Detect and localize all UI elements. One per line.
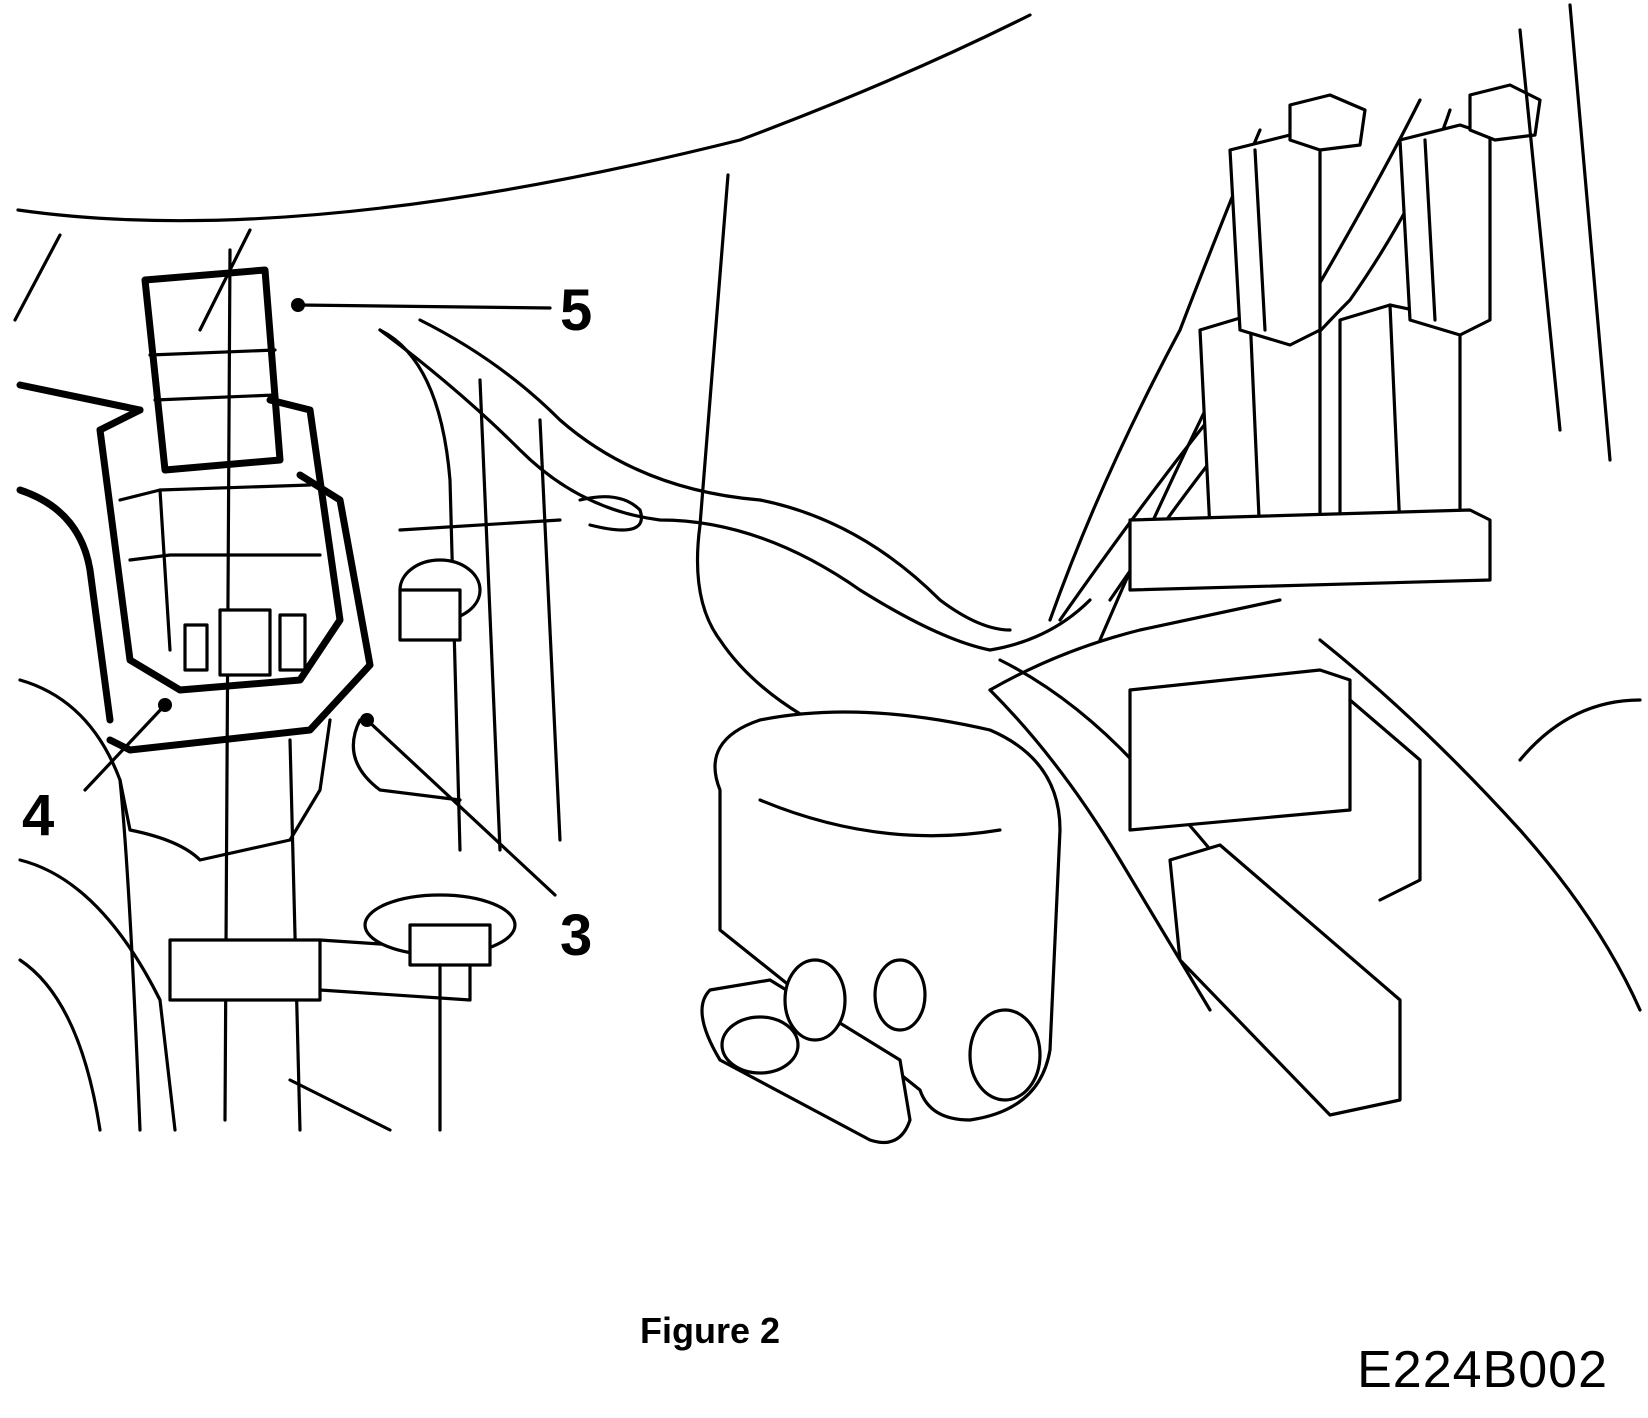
callout-4-label: 4 (22, 783, 54, 848)
callout-5-label: 5 (560, 278, 592, 343)
right-connectors (1128, 3, 1642, 1117)
callout-5-leader (296, 303, 552, 310)
callout-3-label: 3 (560, 903, 592, 968)
figure-code: E224B002 (1357, 1341, 1608, 1399)
switch-assembly (16, 266, 374, 754)
left-bracket (18, 248, 562, 1132)
upper-panel (13, 13, 1032, 332)
steering-column (695, 173, 1062, 1145)
callout-leaders (83, 298, 557, 897)
callout-3-leader (365, 718, 557, 897)
figure-title: Figure 2 (639, 1310, 781, 1351)
callout-4-leader (83, 703, 167, 792)
